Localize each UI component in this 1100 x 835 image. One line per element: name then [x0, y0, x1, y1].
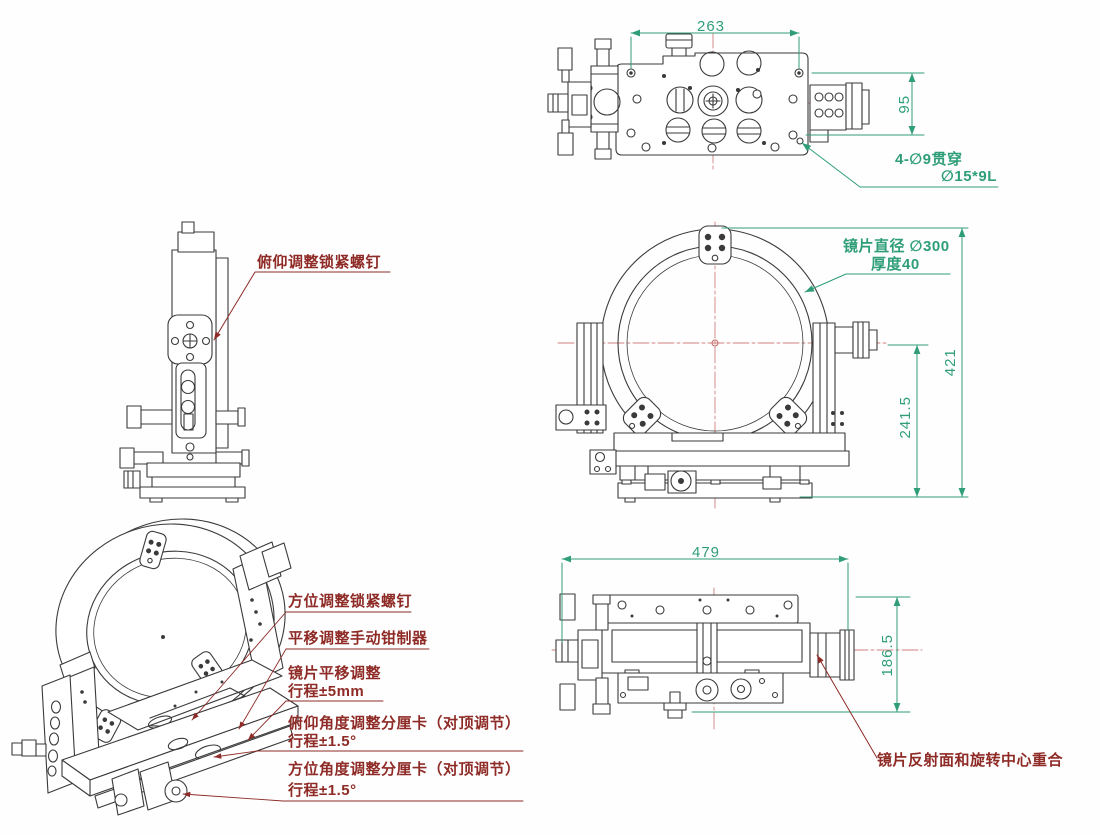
bottom-view-leader	[816, 654, 878, 759]
hole-note-line2: ∅15*9L	[941, 168, 997, 185]
top-view-linework	[547, 33, 870, 171]
side-view-leader	[213, 271, 391, 341]
iso-view-linework	[11, 518, 299, 816]
iso-note-lens-translation: 镜片平移调整	[288, 665, 382, 682]
iso-note-pitch-micrometer: 俯仰角度调整分厘卡（对顶调节）	[288, 715, 521, 732]
front-view-linework	[555, 221, 887, 509]
iso-note-translation-clamp: 平移调整手动钳制器	[288, 630, 428, 647]
dim-bottom-width-label: 479	[691, 544, 721, 561]
iso-note-azimuth-micrometer: 方位角度调整分厘卡（对顶调节）	[288, 761, 521, 778]
iso-view-leaders	[182, 611, 524, 802]
bottom-view-linework	[551, 587, 923, 731]
dim-top-height-label: 95	[895, 94, 913, 114]
dim-front-total-label: 421	[941, 348, 959, 377]
lens-note-line2: 厚度40	[871, 256, 920, 273]
bottom-view-dimensions	[561, 555, 911, 713]
iso-note-azimuth-range: 行程±1.5°	[288, 782, 357, 799]
iso-note-lens-translation-range: 行程±5mm	[288, 683, 365, 700]
hole-note-line1: 4-∅9贯穿	[895, 151, 963, 168]
iso-note-pitch-range: 行程±1.5°	[288, 733, 357, 750]
front-view-dimensions	[721, 227, 969, 498]
lens-note-line1: 镜片直径 ∅300	[843, 238, 950, 255]
top-view-dimensions	[630, 29, 999, 188]
iso-note-azimuth-lock: 方位调整锁紧螺钉	[288, 593, 413, 610]
dim-front-center-label: 241.5	[896, 395, 914, 439]
side-view-linework	[119, 221, 250, 503]
side-view-note: 俯仰调整锁紧螺钉	[257, 254, 382, 271]
dim-top-width-label: 263	[696, 18, 726, 35]
dim-bottom-height-label: 186.5	[878, 633, 896, 677]
bottom-view-note: 镜片反射面和旋转中心重合	[877, 752, 1064, 769]
